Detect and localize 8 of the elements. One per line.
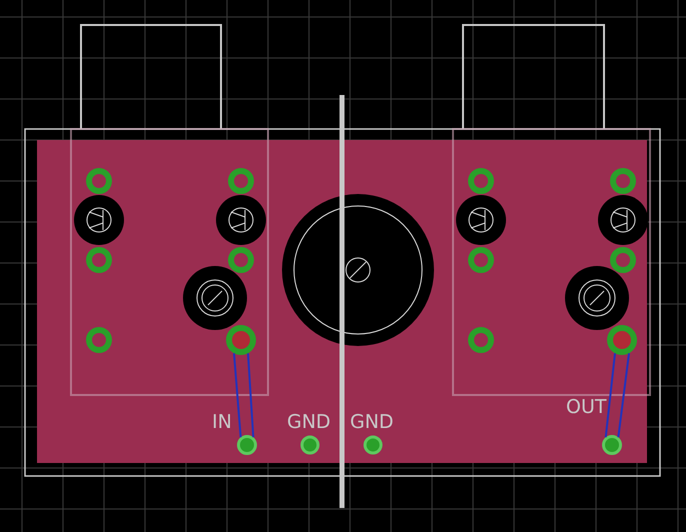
trace xyxy=(604,353,616,438)
pin-label: GND xyxy=(287,412,331,432)
pin-label: IN xyxy=(212,412,232,432)
trace xyxy=(247,353,254,438)
pin-label: OUT xyxy=(566,397,606,417)
pin-label: GND xyxy=(350,412,394,432)
trace xyxy=(617,353,630,438)
trace xyxy=(233,353,242,438)
